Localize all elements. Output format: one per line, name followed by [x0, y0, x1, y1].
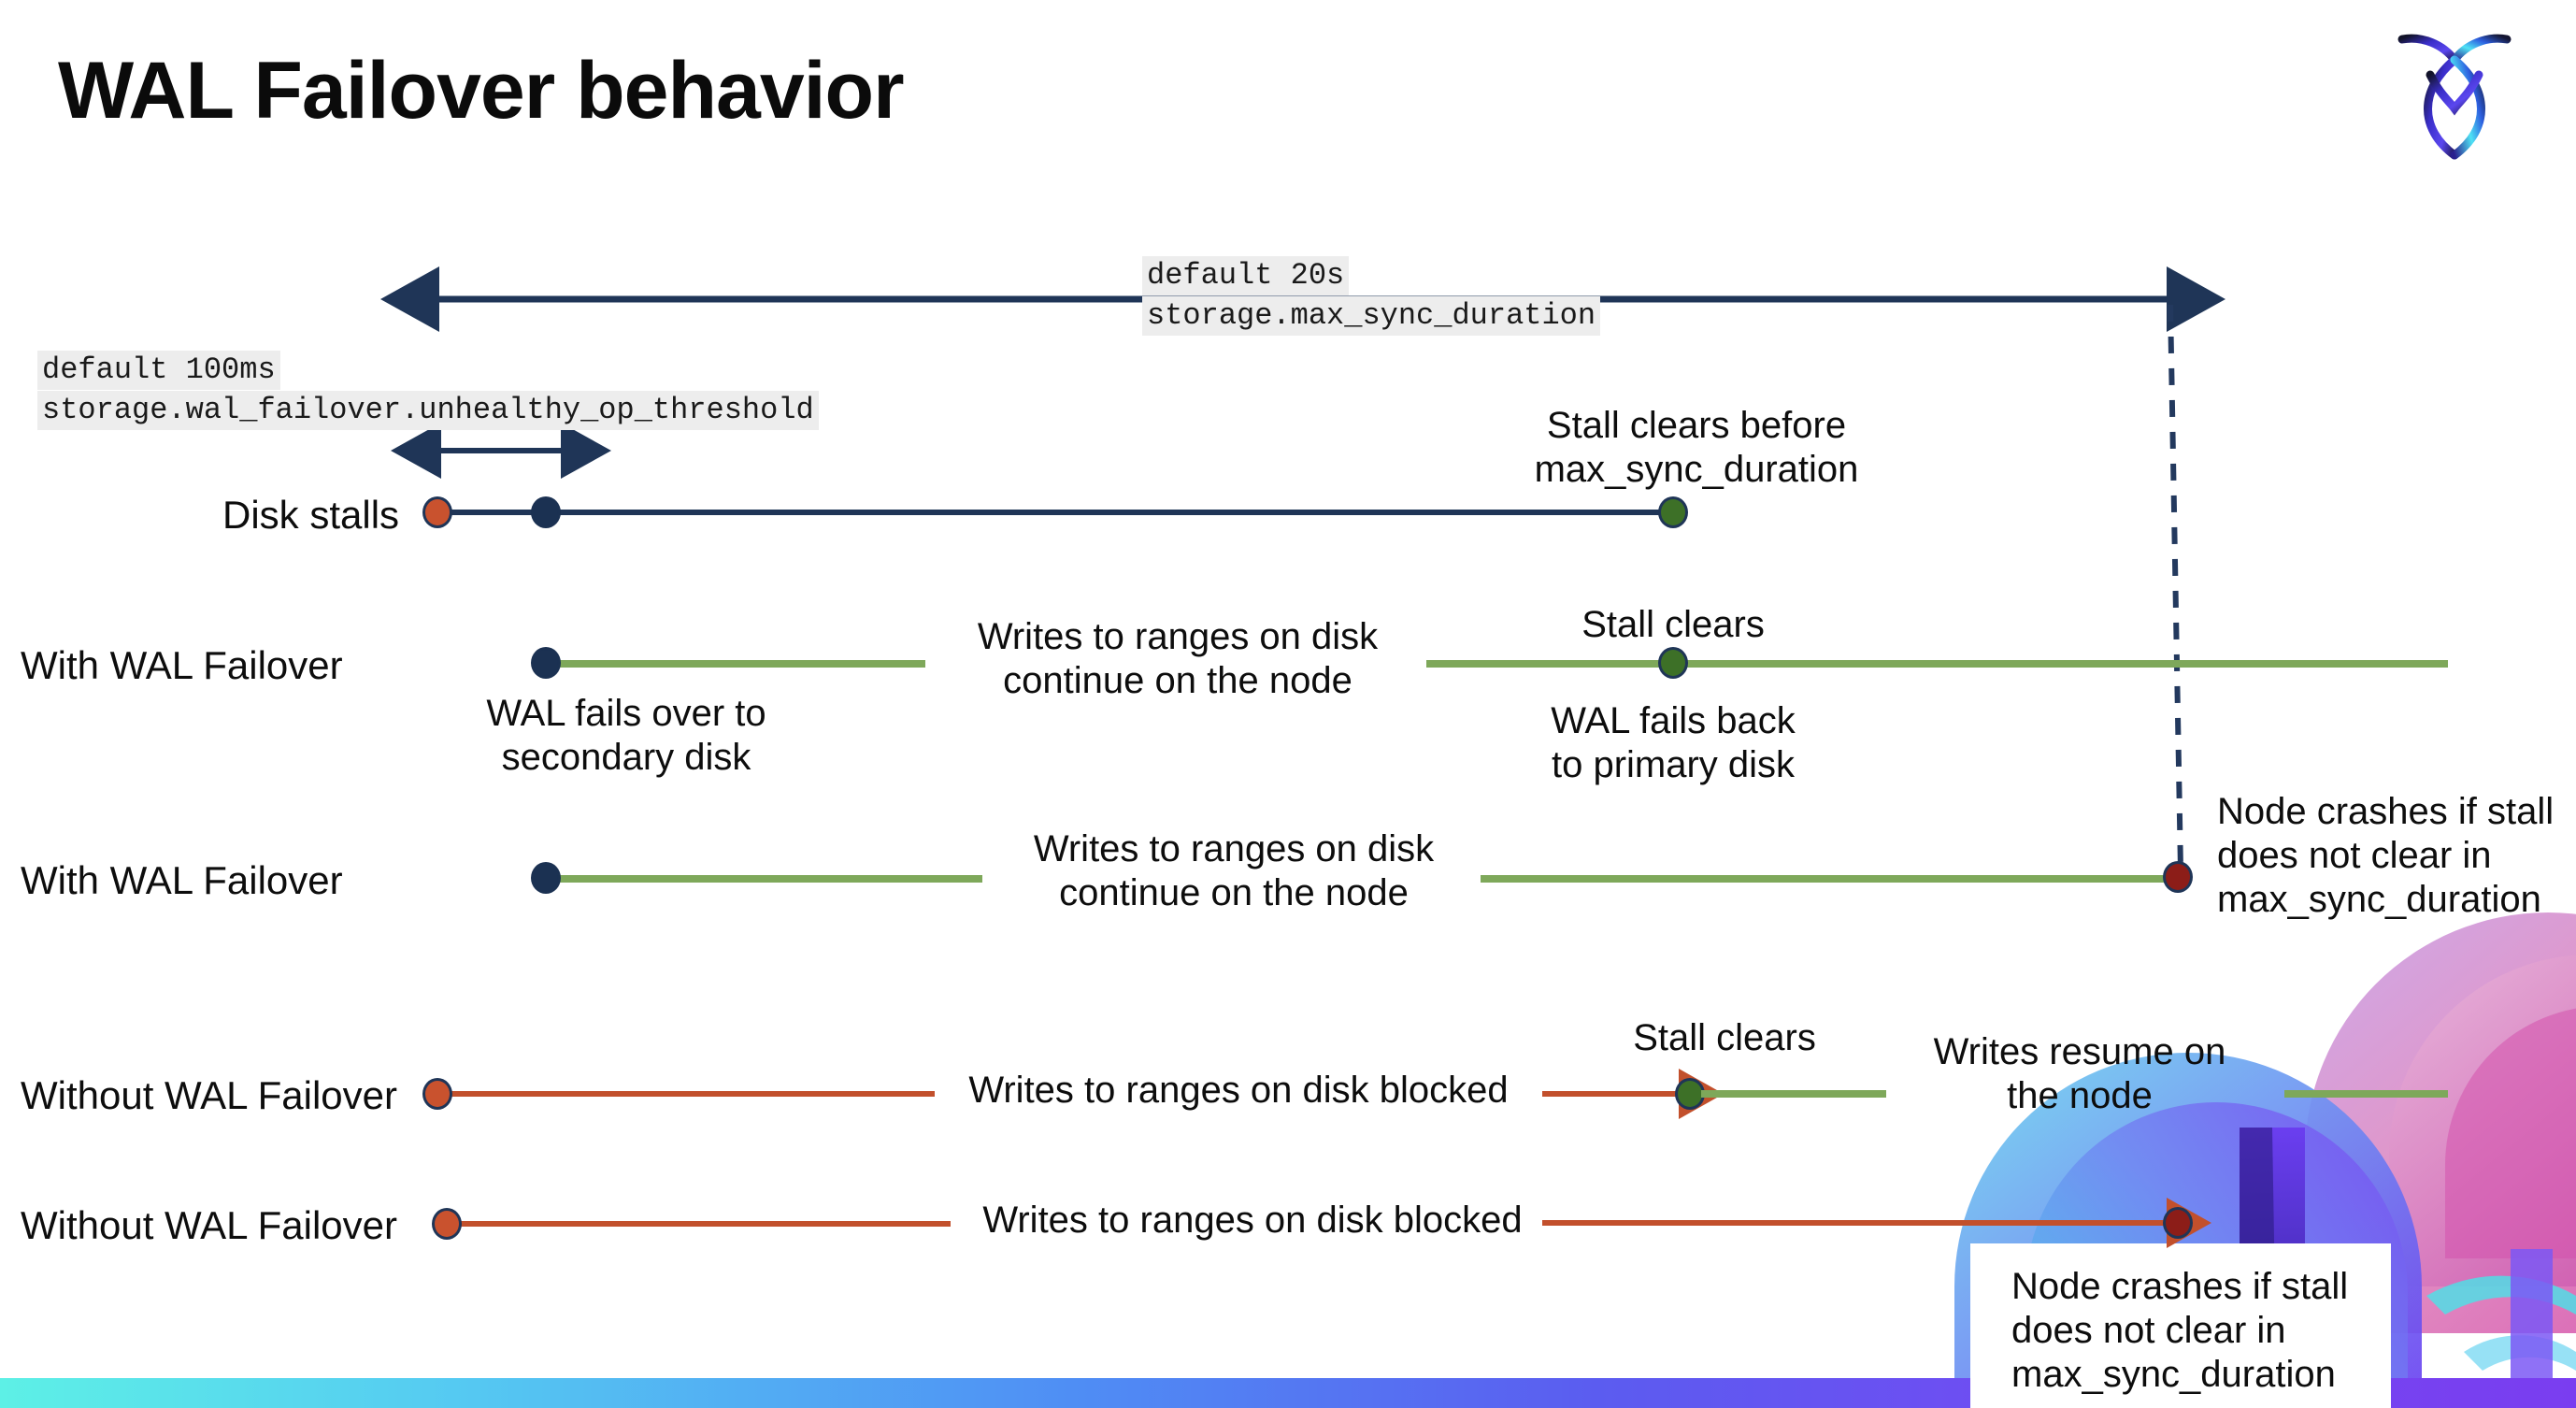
row4-line-left: [449, 1091, 935, 1097]
row5-writes-blocked-note: Writes to ranges on disk blocked: [982, 1200, 1523, 1241]
row1-stall-clears-before-note: Stall clears before max_sync_duration: [1534, 405, 1859, 491]
row3-writes-continue-note: Writes to ranges on disk continue on the…: [1033, 828, 1435, 914]
max-sync-default-chip: default 20s: [1142, 256, 1350, 295]
row5-stall-start-dot: [432, 1208, 462, 1240]
page-title: WAL Failover behavior: [58, 46, 905, 136]
row3-node-crash-dot: [2163, 861, 2193, 893]
row4-line-resume: [2284, 1090, 2448, 1098]
row1-line: [447, 510, 1682, 515]
row2-wal-fails-over-note: WAL fails over to secondary disk: [486, 693, 766, 779]
row-label-disk-stalls: Disk stalls: [222, 493, 400, 537]
row4-stall-clears-note: Stall clears: [1633, 1017, 1816, 1058]
row-label-without-wal-failover-2: Without WAL Failover: [21, 1203, 397, 1247]
row2-stall-clears-dot: [1658, 647, 1688, 679]
row4-writes-blocked-note: Writes to ranges on disk blocked: [968, 1070, 1509, 1111]
max-sync-dropline: [2168, 304, 2183, 870]
row3-wal-failover-dot: [531, 862, 561, 894]
row2-writes-continue-note: Writes to ranges on disk continue on the…: [977, 616, 1379, 702]
row2-line-right: [1426, 660, 2448, 668]
row4-writes-resume-note: Writes resume on the node: [1933, 1031, 2226, 1117]
row5-node-crash-dot: [2163, 1207, 2193, 1239]
row2-wal-fails-back-note: WAL fails back to primary disk: [1551, 700, 1796, 786]
row1-stall-clears-dot: [1658, 496, 1688, 528]
row3-line-left: [548, 875, 982, 883]
row2-line-left: [548, 660, 925, 668]
row5-node-crashes-note: Node crashes if stall does not clear in …: [2011, 1266, 2349, 1396]
row5-line-left: [460, 1221, 951, 1227]
row1-stall-start-dot: [422, 496, 452, 528]
row4-stall-start-dot: [422, 1078, 452, 1110]
row-label-without-wal-failover-1: Without WAL Failover: [21, 1073, 397, 1117]
callout-backdrop: [1970, 1243, 2391, 1408]
cockroachdb-logo-icon: [2395, 22, 2516, 163]
row1-threshold-dot: [531, 496, 561, 528]
row2-stall-clears-note: Stall clears: [1581, 604, 1765, 645]
unhealthy-op-default-chip: default 100ms: [37, 351, 280, 390]
unhealthy-op-name-chip: storage.wal_failover.unhealthy_op_thresh…: [37, 391, 819, 430]
row2-wal-failover-dot: [531, 647, 561, 679]
row4-line-after-clear: [1701, 1090, 1886, 1098]
row-label-with-wal-failover-2: With WAL Failover: [21, 858, 343, 902]
row-label-with-wal-failover-1: With WAL Failover: [21, 643, 343, 687]
row4-stall-clears-dot: [1675, 1078, 1705, 1110]
row3-line-right: [1481, 875, 2180, 883]
row3-node-crashes-note: Node crashes if stall does not clear in …: [2217, 791, 2555, 921]
max-sync-name-chip: storage.max_sync_duration: [1142, 296, 1601, 336]
